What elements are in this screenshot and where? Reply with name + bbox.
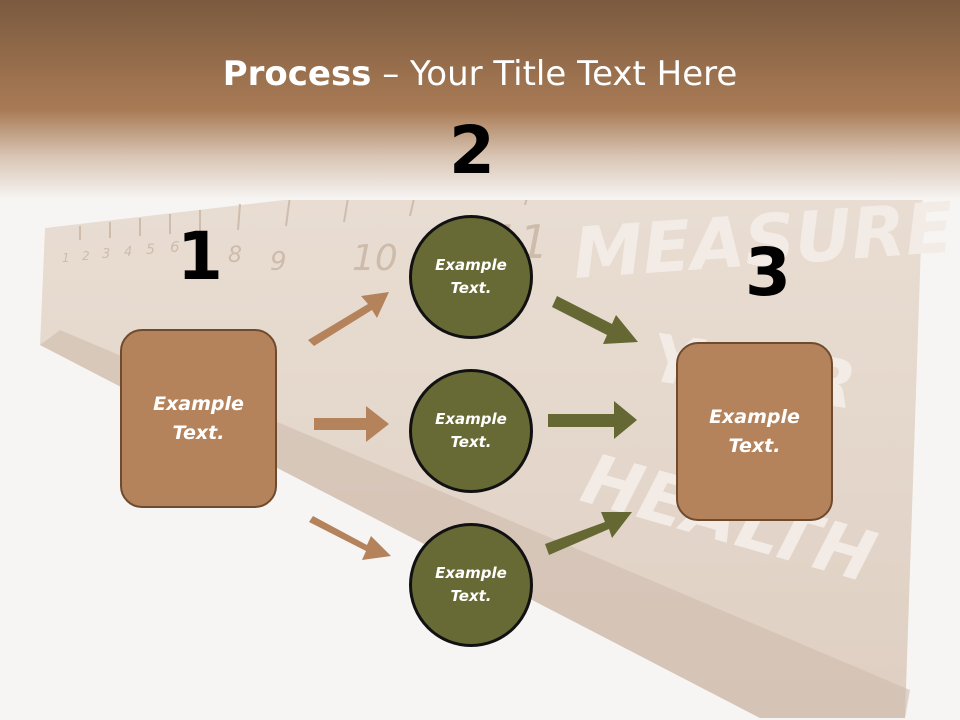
step-3-text: Example Text.	[709, 405, 800, 457]
step-2-circle-middle: Example Text.	[409, 369, 533, 493]
svg-text:9: 9	[270, 247, 287, 277]
ruler-number: 1	[62, 251, 70, 265]
svg-text:8: 8	[228, 243, 242, 268]
step-2-circle-top: Example Text.	[409, 215, 533, 339]
step-3-box: Example Text.	[676, 342, 833, 521]
title-rest: – Your Title Text Here	[371, 54, 738, 94]
arrow-2-to-3-top	[552, 296, 638, 344]
title-bold: Process	[222, 54, 372, 94]
step-1-box: Example Text.	[120, 329, 277, 508]
arrow-2-to-3-bottom	[545, 512, 632, 555]
svg-text:7: 7	[196, 242, 208, 263]
slide-title: Process – Your Title Text Here	[0, 52, 960, 96]
step-2-text-bottom: Example Text.	[435, 564, 507, 605]
step-2-circle-bottom: Example Text.	[409, 523, 533, 647]
svg-text:3: 3	[102, 247, 110, 262]
arrow-1-to-2-bottom	[309, 516, 391, 560]
svg-text:6: 6	[170, 238, 180, 256]
svg-text:4: 4	[124, 245, 132, 260]
step-2-text-middle: Example Text.	[435, 410, 507, 451]
svg-text:2: 2	[82, 249, 90, 263]
step-number-1: 1	[177, 218, 223, 295]
step-1-text: Example Text.	[153, 392, 244, 444]
arrow-2-to-3-middle	[548, 401, 637, 439]
svg-text:10: 10	[352, 238, 398, 279]
step-number-2: 2	[449, 112, 495, 189]
arrow-1-to-2-top	[308, 292, 389, 346]
step-number-3: 3	[745, 234, 791, 311]
arrow-1-to-2-middle	[314, 406, 389, 442]
step-2-text-top: Example Text.	[435, 256, 507, 297]
svg-text:5: 5	[146, 242, 155, 258]
